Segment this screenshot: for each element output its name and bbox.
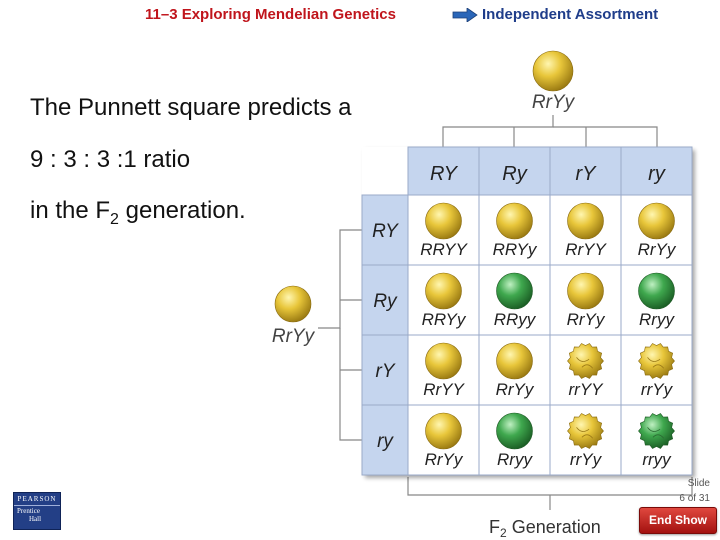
offspring-pea-icon <box>425 412 462 450</box>
parent-top-pea-icon <box>532 50 574 92</box>
row-gamete-label: Ry <box>373 291 398 312</box>
parent-left-genotype: RrYy <box>272 326 316 347</box>
end-show-button[interactable]: End Show <box>639 507 717 534</box>
offspring-pea-icon <box>425 342 462 380</box>
body-line-2: 9 : 3 : 3 :1 ratio <box>30 146 191 173</box>
slide-counter: Slide 6 of 31 <box>664 476 710 506</box>
body-line-1: The Punnett square predicts a <box>30 94 352 121</box>
offspring-pea-icon <box>496 272 533 310</box>
offspring-genotype: RRYY <box>420 240 468 259</box>
row-gamete-label: ry <box>377 431 394 452</box>
branch-lines <box>318 115 693 510</box>
offspring-genotype: RRYy <box>422 310 467 329</box>
caption-f: F <box>489 517 500 537</box>
offspring-pea-icon <box>638 413 675 449</box>
offspring-pea-icon <box>425 272 462 310</box>
caption-subscript: 2 <box>500 526 507 540</box>
slide-label: Slide <box>687 478 710 489</box>
offspring-genotype: Rryy <box>497 450 533 469</box>
slide-position: 6 of 31 <box>679 493 710 504</box>
offspring-genotype: rryy <box>642 450 672 469</box>
offspring-pea-icon <box>567 272 604 310</box>
logo-brand: PEARSON <box>14 493 60 506</box>
offspring-genotype: RRyy <box>494 310 537 329</box>
publisher-logo: PEARSON Prentice Hall <box>13 492 61 530</box>
offspring-pea-icon <box>638 343 675 379</box>
offspring-genotype: RrYy <box>496 380 535 399</box>
body-line-3-subscript: 2 <box>110 210 119 228</box>
offspring-genotype: RrYY <box>423 380 465 399</box>
offspring-pea-icon <box>567 202 604 240</box>
offspring-genotype: rrYy <box>570 450 603 469</box>
section-title: 11–3 Exploring Mendelian Genetics <box>145 6 396 23</box>
slide-header: 11–3 Exploring Mendelian Genetics Indepe… <box>0 0 720 30</box>
parent-top-genotype: RrYy <box>532 92 576 113</box>
body-line-3: in the F2 generation. <box>30 197 246 229</box>
column-gamete-label: RY <box>430 163 459 185</box>
logo-imprint-line-1: Prentice <box>17 507 40 515</box>
body-line-3-text: in the F <box>30 197 111 224</box>
topic-title: Independent Assortment <box>482 6 659 23</box>
column-gamete-label: Ry <box>502 163 527 185</box>
offspring-genotype: RrYY <box>565 240 607 259</box>
offspring-pea-icon <box>567 343 604 379</box>
offspring-pea-icon <box>425 202 462 240</box>
offspring-genotype: RrYy <box>567 310 606 329</box>
offspring-pea-icon <box>638 202 675 240</box>
row-gamete-label: RY <box>372 221 399 242</box>
body-line-3-text-end: generation. <box>118 197 246 224</box>
offspring-pea-icon <box>567 413 604 449</box>
logo-imprint-line-2: Hall <box>29 515 42 523</box>
caption-generation: Generation <box>507 517 601 537</box>
offspring-genotype: RRYy <box>493 240 538 259</box>
column-gamete-label: rY <box>576 163 598 185</box>
offspring-genotype: rrYY <box>569 380 605 399</box>
offspring-pea-icon <box>496 412 533 450</box>
offspring-pea-icon <box>496 342 533 380</box>
offspring-genotype: RrYy <box>425 450 464 469</box>
offspring-genotype: rrYy <box>641 380 674 399</box>
column-gamete-label: ry <box>648 163 666 185</box>
offspring-genotype: RrYy <box>638 240 677 259</box>
offspring-genotype: Rryy <box>639 310 675 329</box>
parent-left-pea-icon <box>274 285 312 323</box>
arrow-right-icon <box>452 8 478 22</box>
f2-generation-caption: F2 Generation <box>489 517 601 540</box>
offspring-pea-icon <box>496 202 533 240</box>
row-gamete-label: rY <box>376 361 396 382</box>
logo-imprint: Prentice Hall <box>17 507 57 523</box>
offspring-pea-icon <box>638 272 675 310</box>
